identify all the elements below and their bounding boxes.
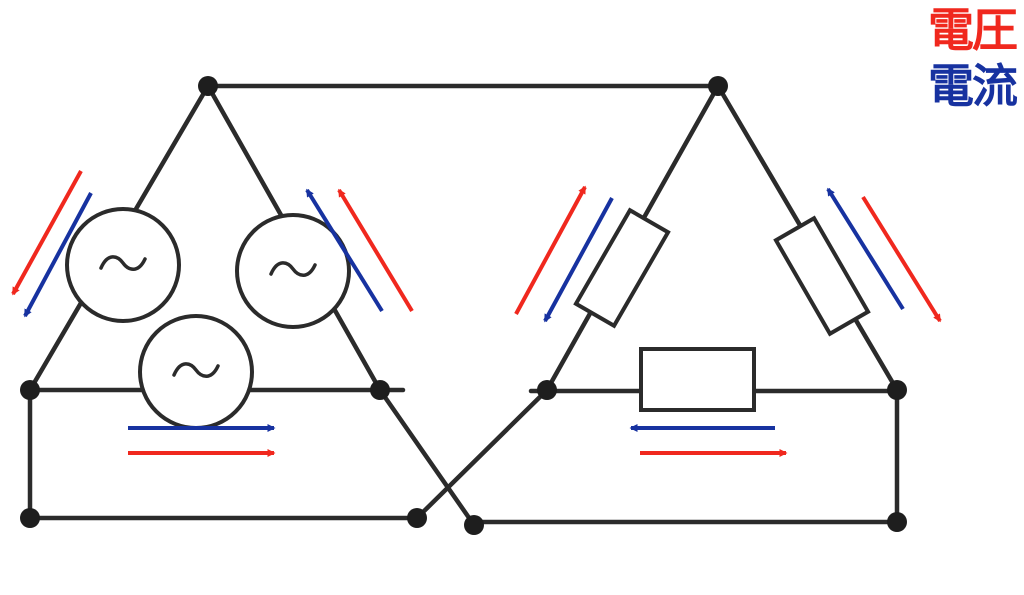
resistor-right bbox=[773, 215, 871, 337]
node bbox=[708, 76, 728, 96]
crossing-wire-source-to-load bbox=[377, 387, 477, 528]
voltage-source-left bbox=[65, 207, 181, 323]
voltage-arrow bbox=[337, 188, 414, 313]
node bbox=[407, 508, 427, 528]
node bbox=[370, 380, 390, 400]
node bbox=[464, 515, 484, 535]
wiring bbox=[27, 83, 901, 528]
flow-arrows bbox=[11, 170, 942, 457]
voltage-source-right bbox=[235, 213, 351, 329]
current-arrow bbox=[23, 192, 93, 318]
node bbox=[537, 380, 557, 400]
legend-voltage-label: 電圧 bbox=[928, 3, 1018, 57]
voltage-arrow bbox=[514, 185, 587, 315]
legend: 電圧 電流 bbox=[928, 2, 1018, 114]
node bbox=[887, 380, 907, 400]
node bbox=[198, 76, 218, 96]
nodes bbox=[20, 76, 907, 535]
node bbox=[20, 380, 40, 400]
resistor-bottom bbox=[639, 347, 756, 412]
voltage-source-bottom bbox=[138, 314, 254, 430]
ac-source-icon bbox=[172, 362, 220, 378]
current-arrow bbox=[543, 197, 614, 323]
current-arrow bbox=[305, 188, 384, 313]
voltage-arrow bbox=[11, 170, 83, 296]
node bbox=[887, 512, 907, 532]
crossing-wire-load-to-source bbox=[414, 387, 550, 521]
voltage-arrow bbox=[861, 195, 942, 323]
current-arrow bbox=[826, 187, 905, 311]
resistor-left bbox=[573, 207, 671, 329]
ac-source-icon bbox=[99, 255, 147, 271]
legend-current-label: 電流 bbox=[928, 59, 1018, 113]
node bbox=[20, 508, 40, 528]
ac-source-icon bbox=[269, 261, 317, 277]
